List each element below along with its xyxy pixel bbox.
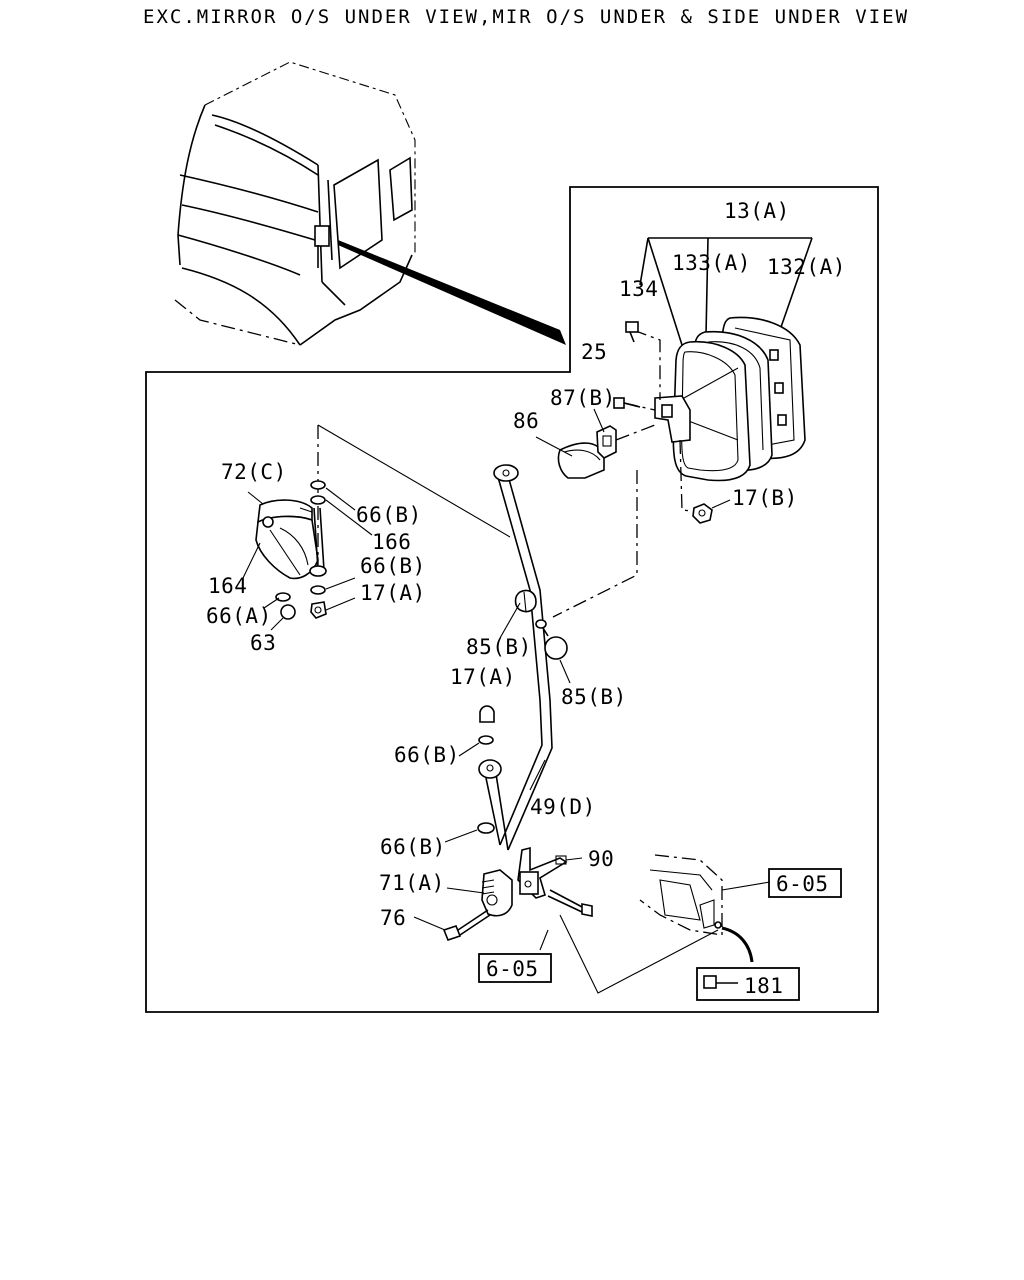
label-133a: 133(A) bbox=[672, 251, 751, 275]
shaft-166 bbox=[309, 507, 327, 577]
label-86: 86 bbox=[513, 409, 539, 433]
ref-box-605-right bbox=[768, 868, 842, 898]
mirror-assembly bbox=[613, 237, 813, 524]
label-66b-1: 66(B) bbox=[356, 503, 422, 527]
truck-cab-illustration bbox=[174, 61, 566, 346]
label-85b-2: 85(B) bbox=[561, 685, 627, 709]
label-63: 63 bbox=[250, 631, 276, 655]
label-85b-1: 85(B) bbox=[466, 635, 532, 659]
clamp-block-icon bbox=[661, 404, 673, 418]
cap-85b-lower-icon bbox=[535, 619, 568, 660]
label-132a: 132(A) bbox=[767, 255, 846, 279]
label-17b: 17(B) bbox=[732, 486, 798, 510]
housing-tab-icon bbox=[774, 382, 784, 394]
detail-frame bbox=[145, 186, 879, 1013]
nut-17b-icon bbox=[692, 503, 713, 524]
clip-87b bbox=[596, 425, 617, 459]
ref-605-bottom: 6-05 bbox=[486, 957, 539, 981]
cab-panel-605 bbox=[639, 854, 771, 963]
bolt-63-icon bbox=[280, 604, 296, 620]
nut-17a-lower-icon bbox=[479, 705, 495, 723]
stay-lower-end bbox=[478, 759, 502, 779]
label-72c: 72(C) bbox=[221, 460, 287, 484]
label-71a: 71(A) bbox=[379, 871, 445, 895]
label-49d: 49(D) bbox=[530, 795, 596, 819]
label-17a-1: 17(A) bbox=[360, 581, 426, 605]
bracket-71a bbox=[481, 869, 513, 917]
label-66a: 66(A) bbox=[206, 604, 272, 628]
label-13a: 13(A) bbox=[724, 199, 790, 223]
bolt-25-icon bbox=[613, 397, 641, 409]
label-134: 134 bbox=[619, 277, 658, 301]
ref-605-right: 6-05 bbox=[776, 872, 829, 896]
label-66b-4: 66(B) bbox=[380, 835, 446, 859]
cover-86 bbox=[557, 442, 605, 479]
bracket-72c bbox=[255, 499, 319, 580]
screw-134-icon bbox=[625, 321, 639, 343]
bracket-90 bbox=[517, 846, 568, 899]
label-90: 90 bbox=[588, 847, 614, 871]
stay-top-end bbox=[493, 464, 519, 482]
label-25: 25 bbox=[581, 340, 607, 364]
label-76: 76 bbox=[380, 906, 406, 930]
label-66b-3: 66(B) bbox=[394, 743, 460, 767]
nut-17a-upper-icon bbox=[310, 601, 327, 619]
washers-66-icons bbox=[275, 480, 326, 602]
housing-tab-icon bbox=[777, 414, 787, 426]
cap-85b-upper-icon bbox=[514, 589, 537, 613]
diagram-title: EXC.MIRROR O/S UNDER VIEW,MIR O/S UNDER … bbox=[143, 6, 909, 28]
label-17a-2: 17(A) bbox=[450, 665, 516, 689]
washer-66b-lower-icon bbox=[478, 735, 494, 745]
label-166: 166 bbox=[372, 530, 411, 554]
mirror-clamp bbox=[654, 395, 691, 443]
ref-box-181 bbox=[696, 967, 800, 1001]
ref-181: 181 bbox=[744, 974, 783, 998]
label-164: 164 bbox=[208, 574, 247, 598]
label-87b: 87(B) bbox=[550, 386, 616, 410]
mirror-glass bbox=[672, 340, 751, 482]
washer-66b-bottom-icon bbox=[477, 822, 495, 834]
housing-tab-icon bbox=[769, 349, 779, 361]
bolt-76-icon bbox=[442, 909, 491, 941]
cover-parts bbox=[557, 424, 656, 479]
leader-lines bbox=[242, 408, 731, 951]
tag-181-icon bbox=[703, 975, 738, 989]
callout-wedge bbox=[338, 240, 566, 345]
cab-mirror-mount-icon bbox=[314, 225, 330, 247]
ref-box-605-bottom bbox=[478, 953, 552, 983]
label-66b-2: 66(B) bbox=[360, 554, 426, 578]
bolt-bracket-icon bbox=[547, 889, 593, 917]
